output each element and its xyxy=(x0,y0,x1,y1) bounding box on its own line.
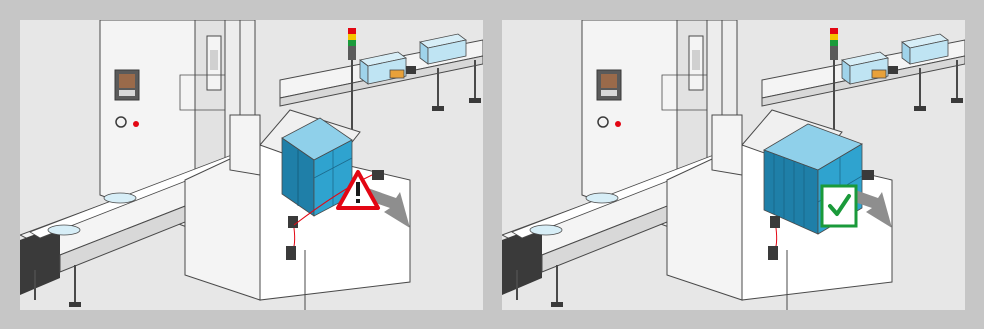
machine-illustration-error xyxy=(20,20,483,310)
check-box-icon xyxy=(822,186,856,226)
panel-error-state xyxy=(20,20,483,310)
machine-illustration-ok xyxy=(502,20,965,310)
panel-ok-state xyxy=(502,20,965,310)
